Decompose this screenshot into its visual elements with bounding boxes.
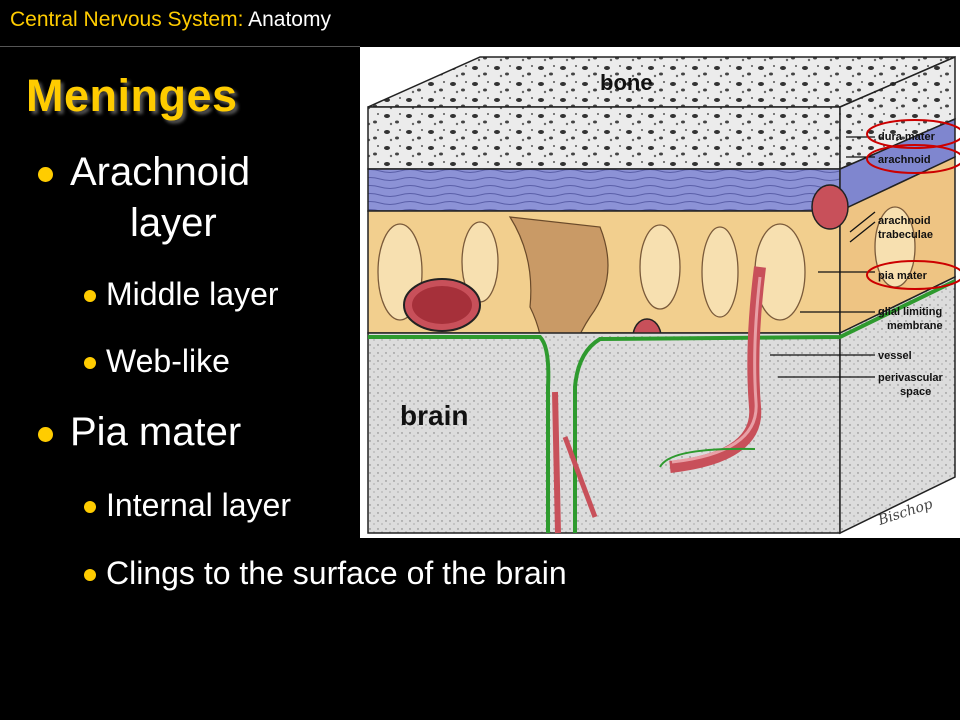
sub-bullet-clings: Clings to the surface of the brain <box>84 555 567 592</box>
highlight-dura-mater <box>866 119 960 149</box>
label-glial-2: membrane <box>887 320 943 332</box>
header-divider <box>0 46 360 47</box>
bullet-pia-mater-label: Pia mater <box>70 410 242 454</box>
brain-front <box>367 332 841 534</box>
sub-bullet-middle-layer: Middle layer <box>84 276 279 313</box>
label-dura-mater: dura mater <box>878 131 936 143</box>
label-brain: brain <box>400 400 468 431</box>
vessel-cross-section <box>811 184 849 230</box>
sub-bullet-label: Clings to the surface of the brain <box>106 555 567 591</box>
sub-bullet-internal-layer: Internal layer <box>84 487 291 524</box>
label-vessel: vessel <box>878 350 912 362</box>
sub-bullet-label: Web-like <box>106 343 230 379</box>
bullet-dot-icon <box>84 569 96 581</box>
label-perivascular-2: space <box>900 386 931 398</box>
brain-side <box>839 275 956 535</box>
label-arachnoid-trabeculae-2: trabeculae <box>878 229 933 241</box>
bullet-pia-mater: Pia mater <box>38 410 242 455</box>
highlight-pia-mater <box>866 260 960 290</box>
slide-title: Meninges <box>26 70 238 121</box>
dura-front <box>367 168 841 212</box>
meninges-diagram: Bischop bone brain dura mater arachnoid … <box>360 47 960 538</box>
label-perivascular-1: perivascular <box>878 372 944 384</box>
sub-bullet-label: Middle layer <box>106 276 279 312</box>
label-arachnoid: arachnoid <box>878 154 931 166</box>
sub-bullet-label: Internal layer <box>106 487 291 523</box>
label-pia-mater: pia mater <box>878 270 928 282</box>
label-bone: bone <box>600 70 653 95</box>
bullet-dot-icon <box>84 290 96 302</box>
bullet-dot-icon <box>84 357 96 369</box>
bullet-arachnoid: Arachnoid <box>38 150 251 195</box>
highlight-arachnoid <box>866 144 960 174</box>
sub-bullet-web-like: Web-like <box>84 343 230 380</box>
label-arachnoid-trabeculae-1: arachnoid <box>878 215 931 227</box>
header-title-part2: Anatomy <box>243 8 331 31</box>
label-glial-1: glial limiting <box>878 306 942 318</box>
bullet-arachnoid-line1: Arachnoid <box>70 150 251 194</box>
bullet-dot-icon <box>84 501 96 513</box>
bullet-dot-icon <box>38 167 53 182</box>
bone-front <box>367 106 841 170</box>
bullet-dot-icon <box>38 427 53 442</box>
header-title-part1: Central Nervous System: <box>10 8 244 31</box>
header-title: Central Nervous System: Anatomy <box>10 8 331 32</box>
bullet-arachnoid-continued: layer <box>130 201 217 246</box>
bullet-arachnoid-line2: layer <box>130 201 217 245</box>
